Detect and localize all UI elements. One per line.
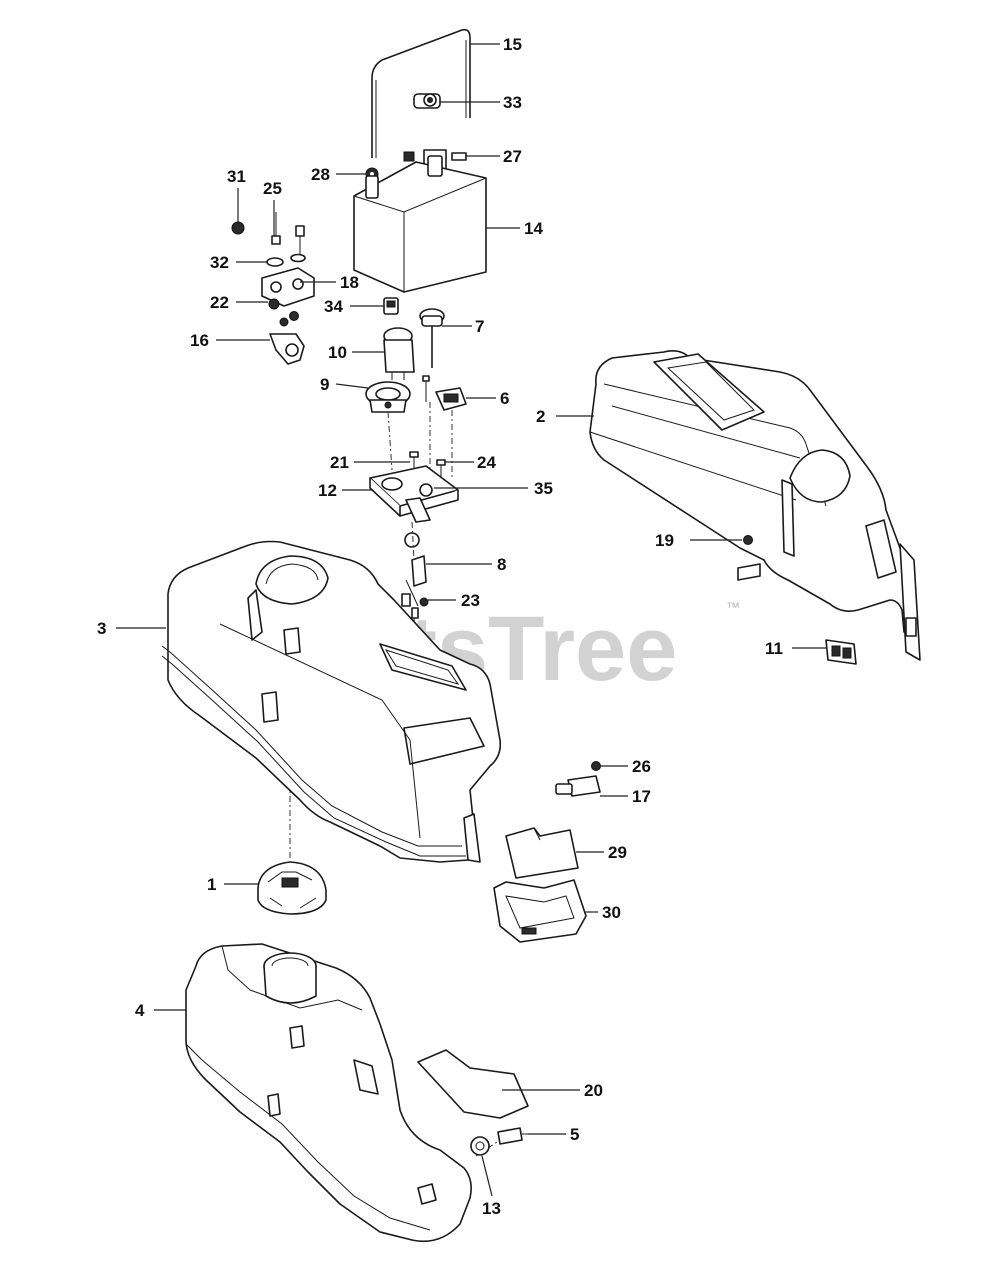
part-6-switch[interactable] — [435, 387, 467, 411]
callout-3[interactable]: 3 — [97, 619, 106, 638]
part-8-rod[interactable] — [401, 532, 427, 607]
callout-26[interactable]: 26 — [632, 757, 651, 776]
callout-7[interactable]: 7 — [475, 317, 484, 336]
callout-15[interactable]: 15 — [503, 35, 522, 54]
callout-32[interactable]: 32 — [210, 253, 229, 272]
callout-13[interactable]: 13 — [482, 1199, 501, 1218]
part-7-knob[interactable] — [419, 308, 445, 368]
part-33-terminal[interactable] — [413, 93, 441, 109]
callout-30[interactable]: 30 — [602, 903, 621, 922]
part-23-screw[interactable] — [411, 597, 429, 619]
part-4-fuel-tank[interactable] — [185, 943, 472, 1243]
callout-18[interactable]: 18 — [340, 273, 359, 292]
callout-24[interactable]: 24 — [477, 453, 496, 472]
callout-29[interactable]: 29 — [608, 843, 627, 862]
part-19-nut[interactable] — [743, 535, 753, 545]
part-12-plate[interactable] — [369, 465, 459, 523]
callout-10[interactable]: 10 — [328, 343, 347, 362]
callout-35[interactable]: 35 — [534, 479, 553, 498]
callout-5[interactable]: 5 — [570, 1125, 579, 1144]
callout-17[interactable]: 17 — [632, 787, 651, 806]
part-11-connector[interactable] — [825, 639, 857, 665]
part-3-body[interactable] — [161, 540, 502, 863]
callout-12[interactable]: 12 — [318, 481, 337, 500]
callout-33[interactable]: 33 — [503, 93, 522, 112]
part-30-frame[interactable] — [493, 879, 587, 943]
callout-2[interactable]: 2 — [536, 407, 545, 426]
part-9-gauge[interactable] — [365, 381, 411, 413]
callout-16[interactable]: 16 — [190, 331, 209, 350]
callout-27[interactable]: 27 — [503, 147, 522, 166]
part-18-solenoid[interactable] — [261, 267, 315, 307]
callout-14[interactable]: 14 — [524, 219, 543, 238]
callout-28[interactable]: 28 — [311, 165, 330, 184]
callout-25[interactable]: 25 — [263, 179, 282, 198]
part-16-terminal[interactable] — [269, 333, 305, 365]
part-10-switch[interactable] — [383, 327, 415, 380]
part-25-screws[interactable] — [271, 212, 305, 258]
part-17-hinge[interactable] — [555, 775, 601, 797]
part-5-fitting[interactable] — [497, 1127, 530, 1145]
small-screw[interactable] — [422, 375, 430, 402]
callout-20[interactable]: 20 — [584, 1081, 603, 1100]
leader-lines — [116, 43, 826, 1197]
callout-labels: 15 33 27 28 14 31 25 32 18 22 34 7 16 10… — [97, 35, 783, 1218]
callout-31[interactable]: 31 — [227, 167, 246, 186]
callout-11[interactable]: 11 — [765, 639, 783, 658]
part-31-nut[interactable] — [231, 221, 245, 235]
part-32-washers[interactable] — [266, 253, 306, 267]
part-13-grommet[interactable] — [470, 1136, 490, 1156]
callout-23[interactable]: 23 — [461, 591, 480, 610]
part-2-shroud[interactable] — [589, 350, 921, 661]
part-29-cover[interactable] — [505, 827, 579, 879]
callout-1[interactable]: 1 — [207, 875, 216, 894]
callout-34[interactable]: 34 — [324, 297, 343, 316]
part-22-nuts[interactable] — [268, 298, 299, 327]
part-14-battery[interactable] — [353, 155, 487, 293]
part-1-fuel-cap[interactable] — [257, 861, 327, 915]
callout-4[interactable]: 4 — [135, 1001, 145, 1020]
watermark-trademark: ™ — [726, 599, 740, 615]
callout-6[interactable]: 6 — [500, 389, 509, 408]
part-34-fuse[interactable] — [383, 297, 399, 315]
callout-19[interactable]: 19 — [655, 531, 674, 550]
callout-21[interactable]: 21 — [330, 453, 349, 472]
part-26-nut[interactable] — [591, 761, 601, 771]
callout-9[interactable]: 9 — [320, 375, 329, 394]
part-20-shield[interactable] — [417, 1049, 529, 1119]
callout-8[interactable]: 8 — [497, 555, 506, 574]
callout-22[interactable]: 22 — [210, 293, 229, 312]
